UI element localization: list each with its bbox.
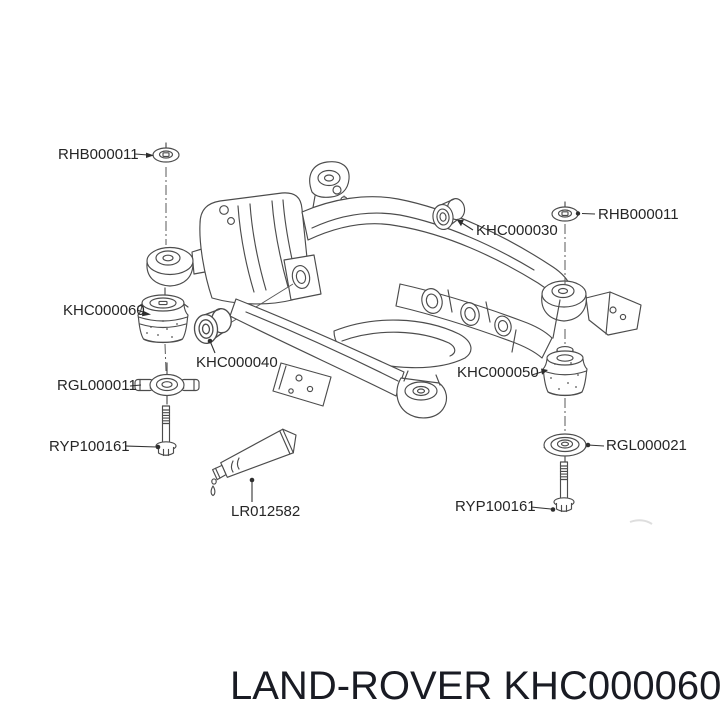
subframe-illustration: [146, 161, 653, 525]
label-lr012582: LR012582: [231, 503, 300, 520]
label-rhb000011-right: RHB000011: [598, 206, 679, 223]
part-labels: RHB000011 KHC000060 KHC000040 RGL000011 …: [49, 146, 687, 520]
left-tower: [199, 192, 308, 305]
part-khc000050-bushing: [542, 346, 588, 397]
label-rgl000021: RGL000021: [606, 437, 687, 454]
label-ryp100161-left: RYP100161: [49, 438, 130, 455]
label-khc000040: KHC000040: [196, 354, 278, 371]
label-ryp100161-right: RYP100161: [455, 498, 536, 515]
part-khc000060-bushing: [137, 294, 189, 344]
lower-bracket: [272, 362, 332, 407]
part-rgl000021-washer: [543, 433, 587, 457]
label-rgl000011: RGL000011: [57, 377, 137, 394]
part-rhb000011-right-washer: [551, 201, 579, 222]
smudge: [629, 519, 653, 525]
leader-lines: [125, 152, 605, 512]
part-rhb000011-left-washer: [152, 142, 180, 163]
part-lr012582-tube: [210, 428, 297, 497]
diagram-title: LAND-ROVER KHC000060: [230, 664, 720, 708]
part-ryp100161-right-bolt: [553, 461, 575, 513]
label-khc000050: KHC000050: [457, 364, 539, 381]
part-khc000040-bushing: [192, 307, 234, 345]
part-rgl000011-winged-washer: [134, 362, 200, 397]
label-khc000060: KHC000060: [63, 302, 145, 319]
label-rhb000011-left: RHB000011: [58, 146, 139, 163]
label-khc000030: KHC000030: [476, 222, 558, 239]
